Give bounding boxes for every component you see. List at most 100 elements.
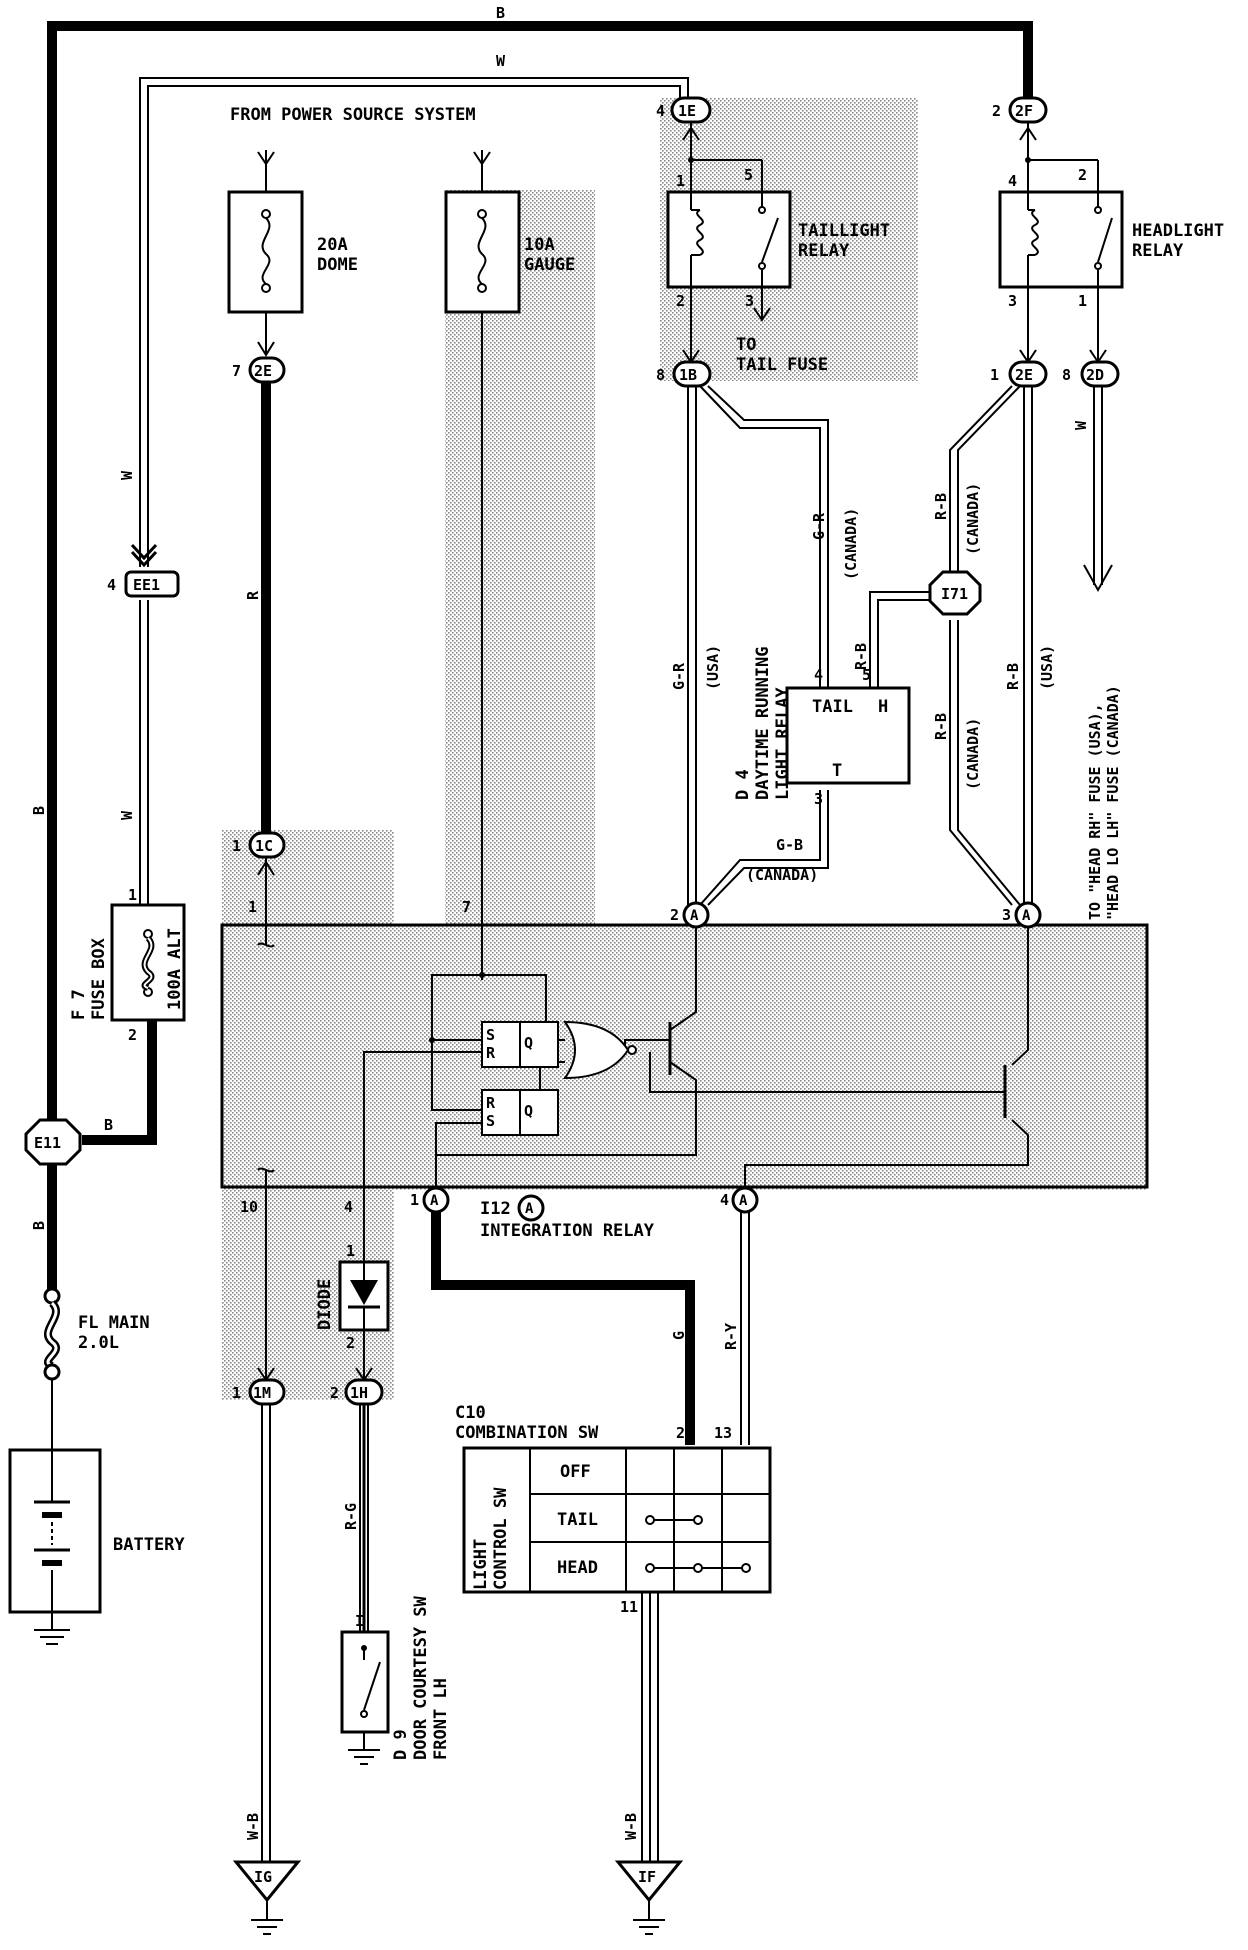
svg-text:1: 1	[128, 886, 137, 904]
svg-text:1E: 1E	[678, 102, 696, 120]
svg-text:D 9: D 9	[391, 1729, 411, 1760]
svg-text:2E: 2E	[1015, 366, 1033, 384]
svg-text:I12: I12	[480, 1199, 511, 1219]
svg-text:R-B: R-B	[932, 713, 950, 740]
svg-text:B: B	[496, 4, 505, 22]
b-wire	[47, 21, 1033, 1145]
ry-wire: R-Y	[722, 1212, 750, 1445]
svg-text:T: T	[832, 761, 842, 781]
svg-text:Q: Q	[524, 1034, 533, 1052]
svg-text:4: 4	[720, 1191, 729, 1209]
svg-text:1M: 1M	[253, 1384, 271, 1402]
svg-text:G-R: G-R	[670, 662, 688, 690]
diode: 1 2 DIODE 1H 2	[315, 1187, 390, 1406]
svg-text:S: S	[486, 1112, 495, 1130]
svg-text:2D: 2D	[1086, 366, 1104, 384]
svg-text:2: 2	[670, 906, 679, 924]
svg-text:HEAD: HEAD	[557, 1558, 598, 1578]
svg-text:G-B: G-B	[776, 836, 803, 854]
svg-text:Q: Q	[524, 1102, 533, 1120]
svg-text:A: A	[739, 1193, 748, 1209]
relay-left-pins: 10 4 1M 1 W-B	[232, 1187, 353, 1862]
svg-text:W-B: W-B	[622, 1813, 640, 1840]
svg-text:TAIL: TAIL	[557, 1510, 598, 1530]
svg-text:(CANADA): (CANADA)	[746, 866, 818, 884]
svg-text:2: 2	[346, 1334, 355, 1352]
connector-e11: E11	[24, 1118, 82, 1166]
svg-text:1: 1	[676, 172, 685, 190]
svg-text:E11: E11	[34, 1134, 61, 1152]
headlight-relay: 2F 2 4 2 3 1 HEADLIGHT RELAY 2E 1 2D 8	[990, 96, 1224, 920]
svg-text:F 7: F 7	[69, 989, 89, 1020]
taillight-relay: 1E 4 1 5 2 3 TAILLIGHT RELAY TO TAIL FUS…	[656, 96, 890, 388]
svg-text:R-B: R-B	[852, 643, 870, 670]
power-source-label: FROM POWER SOURCE SYSTEM	[230, 105, 476, 125]
svg-text:2.0L: 2.0L	[78, 1333, 119, 1353]
g-wire: G	[431, 1212, 695, 1445]
svg-text:B: B	[104, 1116, 113, 1134]
svg-text:1: 1	[346, 1242, 355, 1260]
svg-text:DOME: DOME	[317, 255, 358, 275]
svg-text:W: W	[118, 810, 136, 820]
svg-text:INTEGRATION RELAY: INTEGRATION RELAY	[480, 1221, 655, 1241]
harness-labels: G-R (USA) G-R (CANADA) R-B R-B (CANADA) …	[670, 483, 1056, 884]
svg-text:W-B: W-B	[244, 1813, 262, 1840]
svg-text:TAILLIGHT: TAILLIGHT	[798, 221, 890, 241]
w-wire	[139, 77, 689, 910]
svg-text:1C: 1C	[255, 837, 273, 855]
svg-text:B: B	[30, 806, 48, 815]
svg-text:2F: 2F	[1015, 102, 1033, 120]
svg-text:TAIL FUSE: TAIL FUSE	[736, 355, 828, 375]
svg-text:3: 3	[1008, 292, 1017, 310]
svg-text:TO "HEAD RH" FUSE (USA),: TO "HEAD RH" FUSE (USA),	[1086, 703, 1104, 920]
svg-text:G-R: G-R	[810, 512, 828, 540]
svg-text:I71: I71	[941, 585, 968, 603]
drl-relay: TAIL H T 4 5 3 D 4 DAYTIME RUNNING LIGHT…	[733, 646, 911, 808]
harness-wires	[687, 385, 1033, 906]
svg-text:A: A	[430, 1193, 439, 1209]
svg-text:D 4: D 4	[733, 769, 753, 800]
svg-text:2: 2	[128, 1026, 137, 1044]
fl-main: FL MAIN 2.0L	[43, 1164, 150, 1450]
svg-text:100A ALT: 100A ALT	[165, 928, 185, 1010]
svg-text:W: W	[1072, 420, 1090, 430]
connector-i71: I71	[928, 570, 982, 616]
svg-text:7: 7	[462, 898, 471, 916]
svg-text:S: S	[486, 1026, 495, 1044]
svg-text:W: W	[496, 52, 506, 70]
svg-text:EE1: EE1	[133, 576, 160, 594]
svg-text:4: 4	[814, 666, 823, 684]
ground-if: IF	[614, 1860, 684, 1935]
svg-text:TAIL: TAIL	[812, 697, 853, 717]
svg-text:LIGHT: LIGHT	[471, 1539, 491, 1590]
combination-switch: C10 COMBINATION SW 2 13 LIGHT CONTROL SW…	[455, 1403, 772, 1862]
svg-text:11: 11	[620, 1598, 638, 1616]
battery: BATTERY	[8, 1448, 185, 1645]
svg-text:(CANADA): (CANADA)	[964, 483, 982, 555]
fuse-gauge: 10A GAUGE 7	[444, 150, 575, 980]
shaded-regions	[222, 98, 1147, 1400]
svg-text:RELAY: RELAY	[798, 241, 850, 261]
svg-text:4: 4	[656, 102, 665, 120]
svg-text:RELAY: RELAY	[1132, 241, 1184, 261]
svg-text:FRONT LH: FRONT LH	[431, 1678, 451, 1760]
svg-text:OFF: OFF	[560, 1462, 591, 1482]
svg-text:1: 1	[1078, 292, 1087, 310]
svg-text:"HEAD LO LH" FUSE (CANADA): "HEAD LO LH" FUSE (CANADA)	[1104, 685, 1122, 920]
ground-ig: IG	[232, 1860, 302, 1935]
svg-text:A: A	[1022, 908, 1031, 924]
svg-text:W: W	[118, 470, 136, 480]
svg-text:1: 1	[990, 366, 999, 384]
svg-text:R-B: R-B	[932, 493, 950, 520]
fuse-alt: 1 2 F 7 FUSE BOX 100A ALT	[69, 886, 186, 1044]
svg-text:FL MAIN: FL MAIN	[78, 1313, 150, 1333]
svg-text:13: 13	[714, 1424, 732, 1442]
svg-text:3: 3	[1002, 906, 1011, 924]
svg-text:H: H	[878, 697, 888, 717]
connector-ee1: 4 EE1	[107, 543, 180, 598]
svg-text:20A: 20A	[317, 235, 348, 255]
svg-text:5: 5	[862, 666, 871, 684]
svg-text:8: 8	[1062, 366, 1071, 384]
svg-text:4: 4	[1008, 172, 1017, 190]
